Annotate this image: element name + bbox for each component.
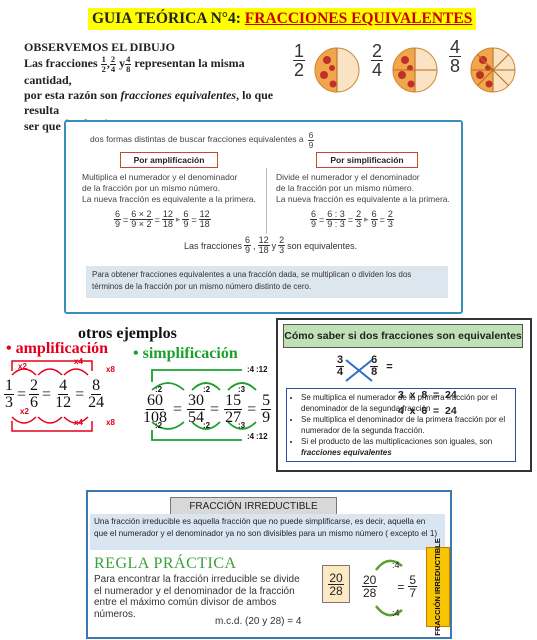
- cross-multiply-icon: [345, 359, 373, 382]
- comparison-rules: Se multiplica el numerador de la primera…: [286, 388, 516, 462]
- intro-heading: OBSERVEMOS EL DIBUJO: [24, 40, 175, 54]
- examples-heading: otros ejemplos: [78, 325, 177, 342]
- divide-arrows: [375, 559, 403, 617]
- amplification-title: • amplificación: [6, 340, 109, 357]
- intro-line2: por esta razón son fracciones equivalent…: [24, 88, 274, 117]
- simp-top-step-3: :3: [238, 385, 246, 394]
- simp-bottom-total-2: :12: [256, 432, 268, 441]
- simplification-tag: Por simplificación: [316, 152, 418, 168]
- amp-top-label-3: x8: [106, 365, 115, 374]
- amp-top-label-1: x2: [18, 362, 27, 371]
- amplification-arrows: [11, 360, 93, 432]
- amp-bottom-label-2: x4: [74, 418, 83, 427]
- divide-bottom-label: :4: [392, 608, 400, 618]
- rule-title: REGLA PRÁCTICA: [94, 555, 237, 572]
- irreducible-vertical-tag: FRACCIÓN IRREDUCTIBLE: [426, 538, 450, 636]
- amp-bottom-label-3: x8: [106, 418, 115, 427]
- methods-intro: dos formas distintas de buscar fraccione…: [90, 130, 315, 150]
- simp-top-total-1: :4: [247, 365, 255, 374]
- simp-bottom-step-3: :3: [238, 421, 246, 430]
- simp-bottom-step-1: :2: [155, 421, 163, 430]
- simp-bottom-total-1: :4: [247, 432, 255, 441]
- amp-top-label-2: x4: [74, 357, 83, 366]
- amplification-desc: Multiplica el numerador y el denominador…: [82, 172, 256, 205]
- methods-note: Para obtener fracciones equivalentes a u…: [86, 266, 448, 298]
- mcd-label: m.c.d. (20 y 28) = 4: [215, 616, 302, 627]
- simp-bottom-step-2: :2: [203, 421, 211, 430]
- methods-divider: [266, 168, 267, 234]
- pizza-half-3: [470, 47, 516, 93]
- simp-top-total-2: :12: [256, 365, 268, 374]
- pizza-illustrations: [314, 47, 516, 93]
- rule-text: Para encontrar la fracción irreducible s…: [94, 574, 300, 620]
- divide-top-label: :4: [392, 560, 400, 570]
- comparison-heading: Cómo saber si dos fracciones son equival…: [283, 324, 523, 348]
- pizza-half-2: [392, 47, 438, 93]
- simplification-title: • simplificación: [133, 345, 238, 362]
- amp-bottom-label-1: x2: [20, 407, 29, 416]
- amplification-tag: Por amplificación: [120, 152, 218, 168]
- irreducible-definition: Una fracción irreducible es aquella frac…: [90, 514, 445, 550]
- simplification-arrows: [151, 369, 257, 441]
- simp-top-step-2: :2: [203, 385, 211, 394]
- pizza-half-1: [314, 47, 360, 93]
- page-title: GUIA TEÓRICA N°4: FRACCIONES EQUIVALENTE…: [88, 8, 477, 30]
- simp-top-step-1: :2: [155, 385, 163, 394]
